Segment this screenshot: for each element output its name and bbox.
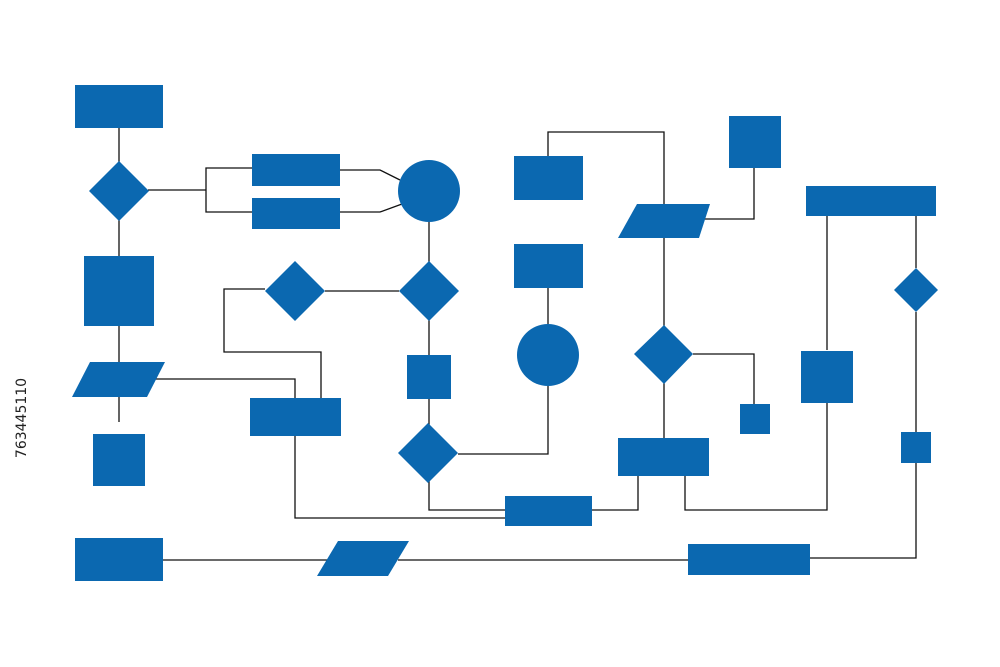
process-rect	[75, 85, 163, 128]
process-square	[740, 404, 770, 434]
connector	[810, 216, 917, 559]
connector	[699, 168, 755, 220]
process-rect	[250, 398, 341, 436]
process-square	[901, 432, 931, 463]
flowchart-shapes	[72, 85, 938, 581]
connector	[592, 476, 639, 511]
process-square	[84, 256, 154, 326]
connector	[155, 378, 505, 519]
connector	[547, 131, 665, 438]
process-rect	[252, 198, 340, 229]
connector	[148, 167, 252, 213]
io-parallelogram	[72, 362, 165, 397]
process-square	[729, 116, 781, 168]
process-rect	[75, 538, 163, 581]
decision-diamond	[89, 161, 149, 221]
process-rect	[514, 156, 583, 200]
decision-diamond	[398, 423, 458, 483]
decision-diamond	[265, 261, 325, 321]
connector	[340, 169, 403, 213]
decision-diamond	[634, 325, 693, 384]
connector	[428, 220, 506, 511]
process-rect	[688, 544, 810, 575]
process-rect	[806, 186, 936, 216]
process-square	[801, 351, 853, 403]
io-parallelogram	[618, 204, 710, 238]
process-square	[407, 355, 451, 399]
connector	[458, 385, 549, 455]
decision-diamond	[894, 268, 938, 312]
connector	[693, 353, 755, 404]
process-rect	[505, 496, 592, 526]
connector	[223, 288, 322, 398]
connector-circle	[517, 324, 579, 386]
process-square	[93, 434, 145, 486]
process-rect	[618, 438, 709, 476]
process-rect	[514, 244, 583, 288]
stock-id-text: 763445110	[14, 377, 31, 459]
io-parallelogram	[317, 541, 409, 576]
decision-diamond	[399, 261, 459, 321]
connector-circle	[398, 160, 460, 222]
process-rect	[252, 154, 340, 186]
connector	[684, 403, 828, 511]
stock-id-label: 763445110	[2, 318, 42, 518]
